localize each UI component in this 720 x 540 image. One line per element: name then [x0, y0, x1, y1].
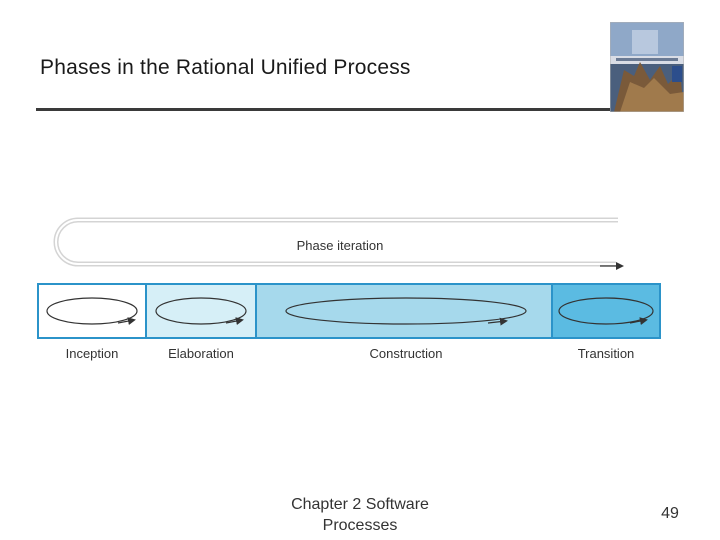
phase-boxes [37, 283, 661, 339]
elaboration-loop-icon [155, 297, 247, 325]
phase-iteration-loop: Phase iteration [53, 217, 624, 270]
elaboration-arrow-icon [225, 317, 244, 326]
phase-labels: Inception Elaboration Construction Trans… [66, 346, 635, 361]
footer-chapter-title: Chapter 2 Software Processes [260, 494, 460, 536]
phase-box-inception [37, 283, 147, 339]
construction-loop-icon [285, 297, 527, 325]
inception-arrow-icon [117, 317, 136, 326]
footer-line-2: Processes [322, 517, 398, 534]
book-cover-image [610, 22, 684, 112]
phase-box-transition [551, 283, 661, 339]
phase-label-construction: Construction [370, 346, 443, 361]
inception-loop-icon [46, 297, 138, 325]
page-number: 49 [661, 505, 679, 522]
phase-label-transition: Transition [578, 346, 635, 361]
construction-arrow-icon [487, 317, 508, 326]
phase-label-elaboration: Elaboration [168, 346, 234, 361]
phase-loops [46, 297, 654, 326]
phase-label-inception: Inception [66, 346, 119, 361]
slide-title: Phases in the Rational Unified Process [40, 56, 411, 79]
phase-box-construction [255, 283, 553, 339]
title-underline [36, 108, 616, 111]
rup-phase-diagram: Phase iteration Inception Elaboration Co… [0, 200, 720, 380]
transition-arrow-icon [629, 317, 648, 326]
phase-box-elaboration [145, 283, 257, 339]
transition-loop-icon [558, 297, 654, 325]
phase-iteration-label: Phase iteration [297, 238, 384, 253]
footer-line-1: Chapter 2 Software [291, 496, 429, 513]
iteration-loop-highlight [55, 219, 618, 265]
